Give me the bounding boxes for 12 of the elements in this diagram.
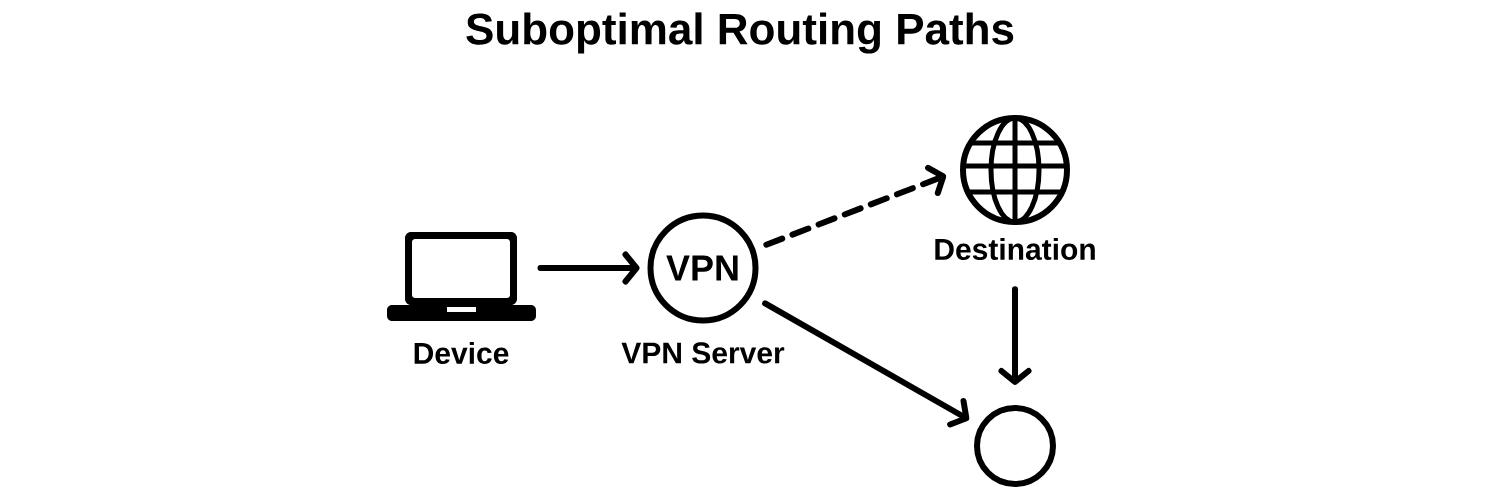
node-label: VPN Server bbox=[621, 342, 785, 364]
laptop-icon bbox=[387, 232, 536, 321]
circle-node: VPN bbox=[647, 212, 759, 324]
arrow bbox=[537, 251, 640, 285]
empty-circle bbox=[974, 405, 1056, 487]
arrow bbox=[998, 286, 1032, 385]
arrow bbox=[762, 300, 970, 428]
node-label: Destination bbox=[935, 238, 1095, 260]
globe-icon bbox=[960, 115, 1070, 225]
title: Suboptimal Routing Paths bbox=[466, 12, 1014, 54]
dashed-arrow bbox=[763, 164, 947, 248]
node-label: Device bbox=[414, 342, 509, 364]
